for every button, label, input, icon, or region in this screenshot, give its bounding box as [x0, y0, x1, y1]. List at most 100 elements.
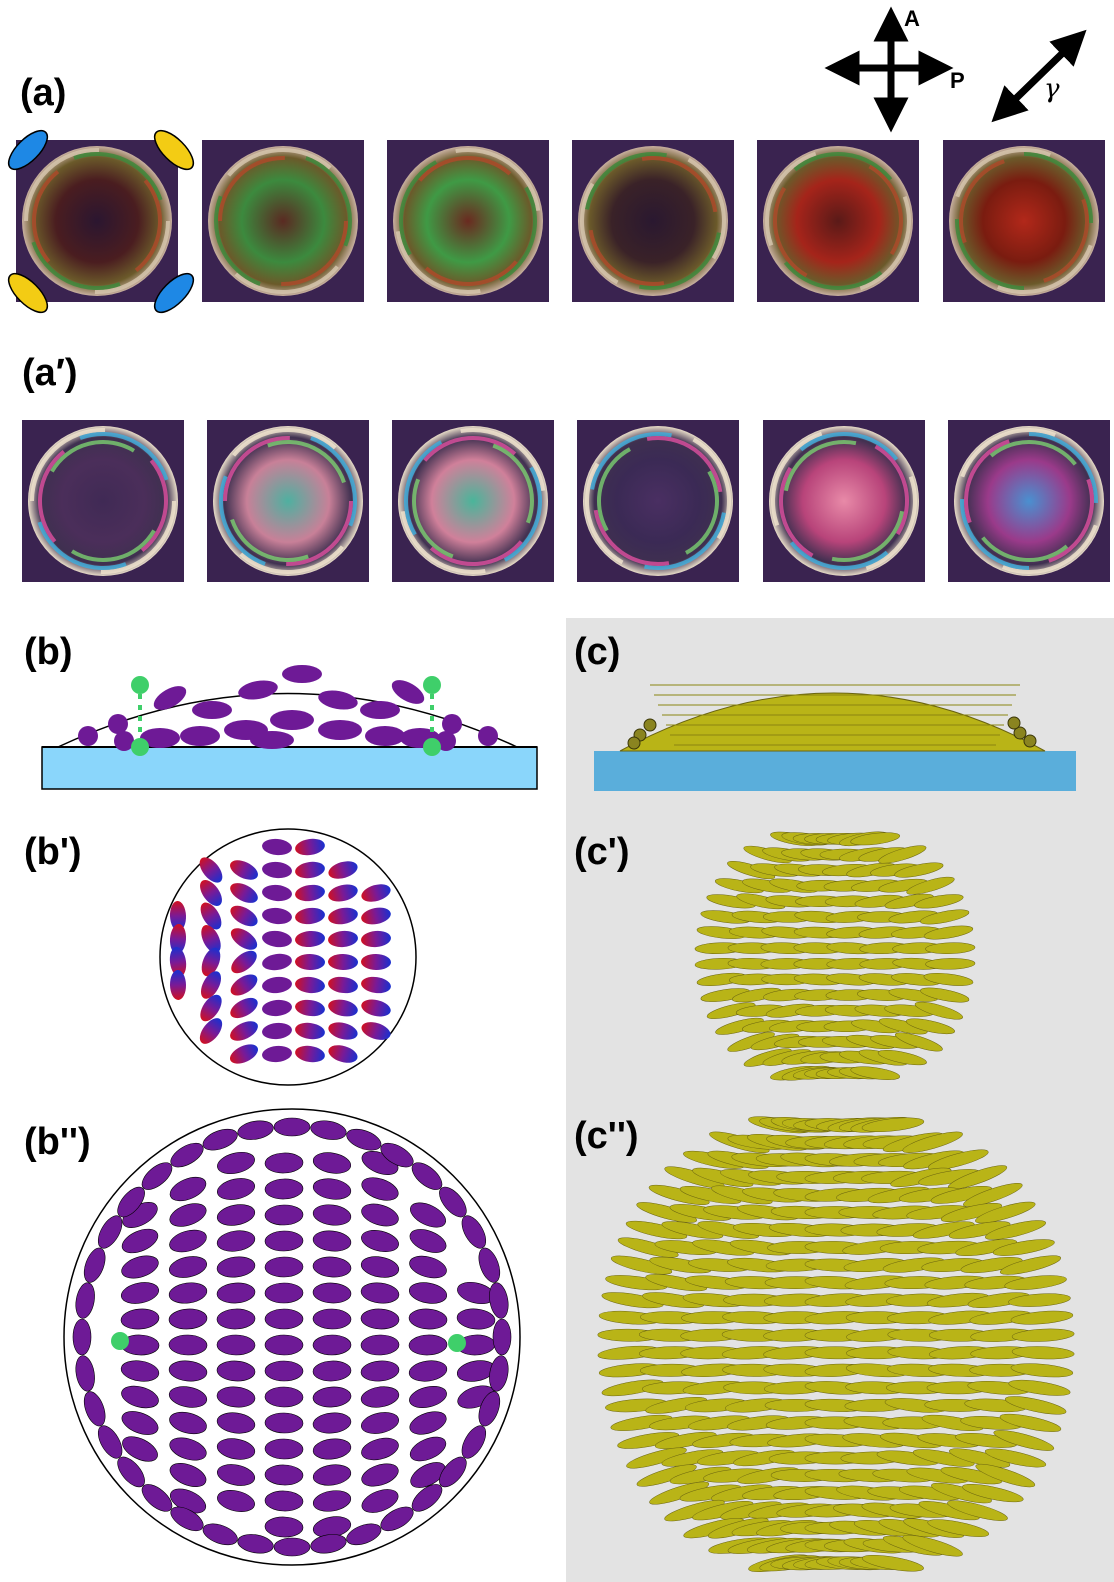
optical-axis-markers	[7, 129, 195, 314]
simulated-mesogen	[894, 862, 944, 878]
mesogen	[409, 1255, 447, 1279]
side-view-schematic	[41, 665, 538, 790]
mesogen	[264, 1490, 304, 1512]
simulated-mesogen	[1010, 1363, 1074, 1378]
simulated-mesogen	[925, 942, 976, 954]
micrograph-a-4	[572, 140, 734, 302]
mesogen	[237, 1534, 274, 1554]
mesogen	[230, 1044, 258, 1064]
simulated-mesogen	[715, 1017, 764, 1035]
mesogen	[318, 690, 358, 710]
mesogen	[411, 1162, 443, 1190]
mesogen	[216, 1464, 256, 1486]
mesogen	[216, 1230, 256, 1252]
mesogen	[262, 1022, 292, 1040]
simulated-mesogen	[948, 1221, 1011, 1239]
mesogen	[264, 1516, 304, 1538]
simulated-mesogen	[955, 1239, 1018, 1256]
mesogen	[169, 947, 187, 977]
mesogen	[361, 1489, 399, 1513]
mesogen	[411, 1484, 443, 1512]
mesogen	[312, 1178, 352, 1200]
mesogen	[216, 1360, 256, 1382]
mesogen	[169, 1437, 207, 1461]
mesogen	[192, 701, 232, 719]
mesogen	[200, 879, 222, 907]
mesogen	[169, 1203, 207, 1227]
mesogen	[170, 1506, 204, 1532]
mesogen	[312, 1204, 352, 1226]
mesogen	[217, 1490, 255, 1512]
mesogen	[295, 861, 325, 879]
mesogen	[117, 1186, 145, 1218]
mesogen	[408, 1334, 448, 1356]
defect-point	[448, 1334, 466, 1352]
mesogen	[169, 901, 187, 931]
simulated-mesogen	[645, 1274, 708, 1292]
simulated-mesogen	[923, 925, 974, 940]
micrograph-a-3	[387, 140, 549, 302]
simulated-mesogen	[923, 973, 974, 986]
analyzer-label: A	[904, 6, 920, 31]
mesogen	[461, 1215, 487, 1249]
mesogen	[408, 1282, 448, 1304]
simulated-mesogen	[925, 958, 976, 970]
mesogen	[264, 1412, 304, 1434]
mesogen	[264, 1360, 304, 1382]
simulated-mesogen	[636, 1464, 697, 1487]
mesogen	[361, 1203, 399, 1227]
mesogen	[328, 907, 358, 925]
mesogen	[492, 1318, 512, 1356]
mesogen	[202, 1128, 238, 1151]
mesogen	[295, 930, 325, 948]
mesogen	[312, 1282, 352, 1304]
mesogen	[361, 1177, 399, 1201]
mesogen	[169, 1256, 207, 1278]
defect-point	[131, 676, 149, 694]
mesogen	[262, 884, 292, 902]
mesogen	[78, 726, 98, 746]
mesogen	[121, 1385, 159, 1409]
mesogen	[237, 1120, 274, 1140]
simulated-mesogen	[940, 1202, 1002, 1222]
axis-marker-1	[7, 129, 49, 171]
micrograph-a-5	[757, 140, 919, 302]
mesogen	[202, 1523, 238, 1546]
mesogen	[169, 1229, 207, 1253]
mesogen	[346, 1523, 382, 1546]
mesogen	[168, 1282, 208, 1304]
mesogen	[121, 1255, 159, 1279]
simulated-mesogen	[906, 876, 955, 895]
simulated-mesogen	[1010, 1310, 1074, 1325]
mesogen	[360, 701, 400, 719]
simulated-mesogen	[992, 1239, 1055, 1256]
mesogen	[230, 905, 258, 927]
mesogen	[262, 838, 292, 856]
simulated-mesogen	[1008, 1293, 1071, 1307]
mesogen	[230, 974, 258, 996]
mesogen	[83, 1391, 106, 1427]
mesogen	[262, 976, 292, 994]
mesogen	[168, 1334, 208, 1356]
simulated-mesogen	[940, 1466, 1003, 1485]
mesogen	[489, 1355, 509, 1392]
simulated-mesogen	[1004, 1275, 1067, 1290]
mesogen	[361, 953, 391, 971]
mesogen	[262, 953, 292, 971]
mesogen	[295, 884, 325, 902]
simulated-mesogen	[626, 1447, 687, 1469]
mesogen	[273, 1117, 311, 1137]
crossed-polarizers-icon	[824, 6, 954, 133]
mesogen	[365, 726, 405, 746]
mesogen	[328, 1045, 358, 1063]
mesogen	[217, 1178, 255, 1200]
mesogen	[295, 907, 325, 925]
mesogen	[461, 1425, 487, 1459]
defect-point	[423, 676, 441, 694]
micrograph-a-prime-1	[22, 420, 184, 582]
mesogen	[72, 1318, 92, 1356]
simulated-mesogen	[927, 1149, 989, 1171]
simulated-mesogen	[962, 1483, 1024, 1503]
axis-marker-2	[153, 129, 195, 171]
slow-axis-label: γ	[1044, 74, 1060, 104]
